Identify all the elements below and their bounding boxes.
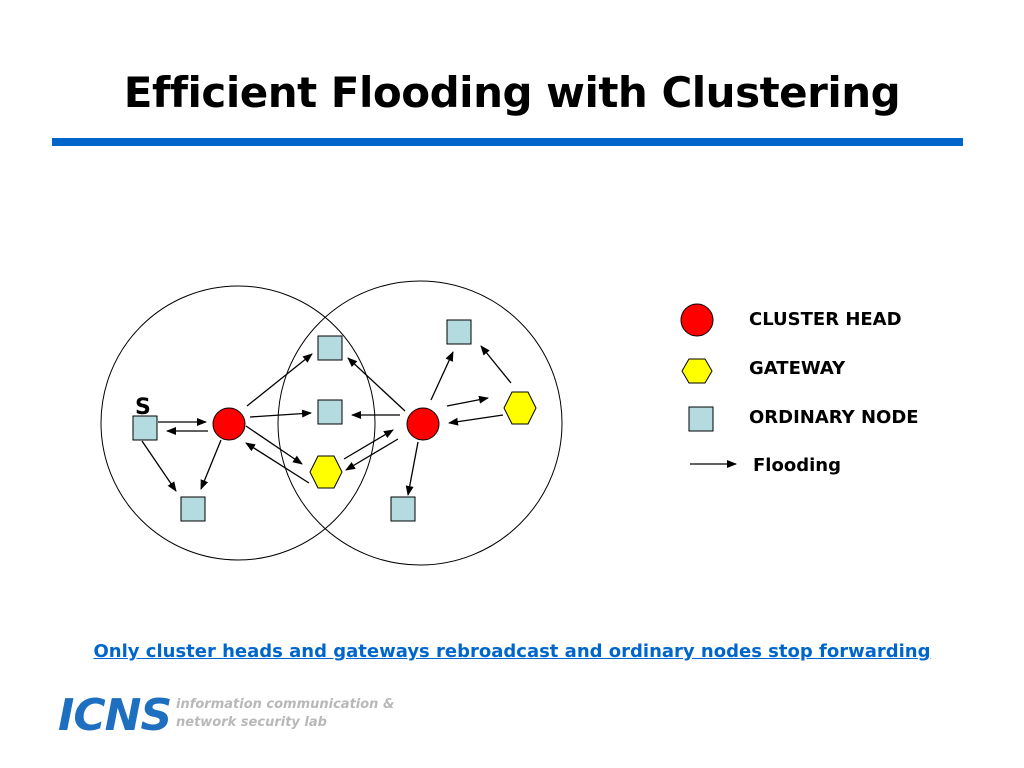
page-title: Efficient Flooding with Clustering [123,68,901,117]
cluster-boundary-left [100,285,376,561]
cluster-head-left [212,407,246,441]
flood-arrow [347,357,406,412]
legend-ordinary-node-icon [688,406,714,432]
logo-tagline-2: network security lab [176,715,327,730]
flood-arrow [446,395,489,407]
legend-cluster-head-label: CLUSTER HEAD [749,309,902,330]
gateway-node [309,455,343,489]
ordinary-node [180,496,206,522]
slide-caption-link[interactable]: Only cluster heads and gateways rebroadc… [93,641,931,662]
ordinary-node-source [132,415,158,441]
flood-arrow [430,351,454,401]
cluster-head-right [406,407,440,441]
legend-ordinary-node-label: ORDINARY NODE [749,407,919,428]
legend-gateway-icon [681,358,713,384]
flood-arrow [249,409,312,418]
flood-arrow [480,345,512,384]
flood-arrow [448,414,504,426]
flood-arrow [405,441,419,496]
ordinary-node [390,496,416,522]
title-rule [52,138,963,146]
flood-arrow [141,440,177,492]
ordinary-node [446,319,472,345]
flood-arrow [345,438,399,471]
icns-logo: ICNS [58,690,172,741]
cluster-boundary-right [277,280,563,566]
flood-arrow [200,439,222,490]
legend-gateway-label: GATEWAY [749,358,846,379]
flood-arrow [246,353,313,407]
ordinary-node [317,335,343,361]
legend-cluster-head-icon [680,303,714,337]
logo-tagline-1: information communication & [176,697,395,712]
legend-flooding-label: Flooding [753,455,841,476]
ordinary-node [317,399,343,425]
flood-arrow [245,425,303,465]
source-label: S [135,395,151,420]
gateway-node [503,391,537,425]
flood-arrow [245,442,310,484]
flood-arrow [343,429,394,460]
